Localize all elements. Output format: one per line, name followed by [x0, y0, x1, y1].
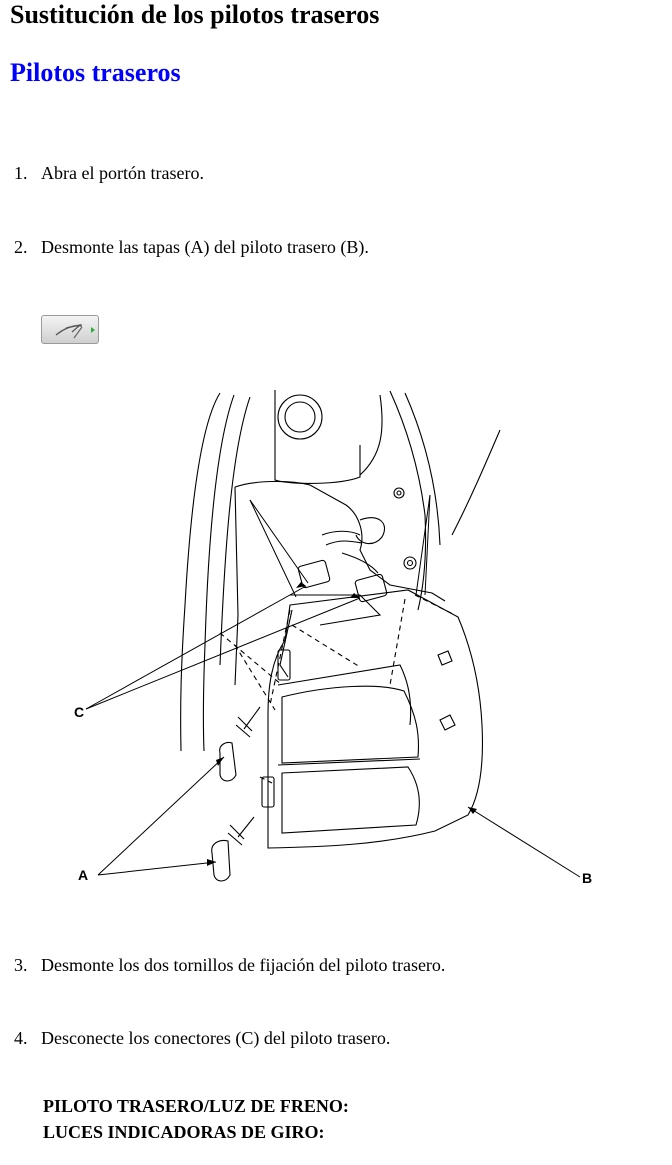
dashed-line	[234, 644, 276, 711]
lamp-lens-lower	[281, 766, 420, 834]
step-1: 1. Abra el portón trasero.	[14, 163, 204, 184]
bracket	[279, 609, 293, 678]
step-text: Abra el portón trasero.	[41, 163, 204, 183]
bracket	[290, 594, 382, 626]
lamp-inner	[277, 664, 412, 726]
dashed-line	[269, 609, 291, 706]
stud	[439, 714, 456, 731]
step-2: 2. Desmonte las tapas (A) del piloto tras…	[14, 237, 369, 258]
arrow-head	[350, 593, 360, 598]
cap-a-upper	[219, 741, 237, 782]
arrow-head	[296, 582, 306, 588]
step-text: Desmonte los dos tornillos de fijación d…	[41, 955, 446, 975]
grommet	[406, 559, 414, 567]
step-3: 3. Desmonte los dos tornillos de fijación…	[14, 955, 445, 976]
image-zoom-button[interactable]	[41, 315, 99, 344]
dashed-line	[291, 624, 361, 668]
grommet	[393, 487, 405, 499]
label-a: A	[78, 867, 88, 883]
round-plug-outer	[277, 394, 323, 440]
section-title: Pilotos traseros	[10, 58, 181, 87]
panel-outline	[359, 394, 383, 476]
lamp-housing	[267, 589, 484, 849]
body-pillar-outline	[219, 396, 251, 666]
lamp-lens-upper	[281, 685, 419, 764]
callout-line-a	[97, 756, 225, 876]
dashed-line	[389, 598, 406, 686]
lamp-divider	[277, 758, 421, 766]
rear-edge	[404, 392, 441, 546]
arrow-head	[207, 859, 216, 866]
stud	[437, 650, 453, 666]
inner-panel	[234, 486, 239, 686]
arrow-head	[468, 807, 477, 814]
step-4: 4. Desconecte los conectores (C) del pilo…	[14, 1028, 390, 1049]
harness-grommet	[355, 517, 386, 545]
callout-line-c	[85, 585, 307, 710]
callout-line-misc	[424, 494, 431, 596]
callout-line-misc	[249, 499, 297, 598]
inner-panel	[234, 480, 446, 602]
dashed-line	[219, 632, 283, 686]
round-plug-inner	[284, 401, 316, 433]
step-text: Desmonte las tapas (A) del piloto traser…	[41, 237, 369, 257]
image-zoom-icon	[55, 323, 95, 339]
harness-wire	[321, 530, 361, 536]
cap-a-lower	[211, 839, 231, 882]
rear-edge	[389, 390, 427, 611]
callout-line-a	[97, 861, 217, 876]
tail-light-diagram: C A B	[74, 390, 592, 886]
step-number: 3.	[14, 955, 28, 975]
grommet	[403, 556, 417, 570]
panel-outline	[274, 390, 361, 484]
note-heading-turn-signal: LUCES INDICADORAS DE GIRO:	[43, 1122, 325, 1142]
bolt-hole	[261, 776, 275, 808]
callout-line-misc	[249, 499, 309, 584]
dashed-line	[414, 594, 456, 616]
arrow-head	[216, 757, 224, 766]
step-number: 2.	[14, 237, 28, 257]
screw-lower	[227, 816, 255, 846]
screw-upper	[235, 706, 261, 738]
label-b: B	[582, 870, 592, 886]
bolt-hole	[277, 649, 291, 681]
callout-line-b	[467, 806, 581, 878]
hatch-edge	[451, 429, 501, 536]
grommet	[396, 490, 402, 496]
connector-lower	[354, 573, 388, 603]
step-number: 1.	[14, 163, 28, 183]
harness-wire	[325, 540, 363, 546]
step-text: Desconecte los conectores (C) del piloto…	[41, 1028, 391, 1048]
connector-upper	[297, 559, 331, 589]
step-number: 4.	[14, 1028, 28, 1048]
callout-line-misc	[415, 494, 431, 596]
body-pillar-outline	[202, 394, 235, 752]
note-heading-tail-brake: PILOTO TRASERO/LUZ DE FRENO:	[43, 1096, 349, 1116]
label-c: C	[74, 704, 84, 720]
callout-line-c	[85, 597, 361, 710]
body-pillar-outline	[180, 392, 221, 752]
page-title: Sustitución de los pilotos traseros	[10, 0, 380, 29]
harness-wire	[341, 552, 379, 574]
